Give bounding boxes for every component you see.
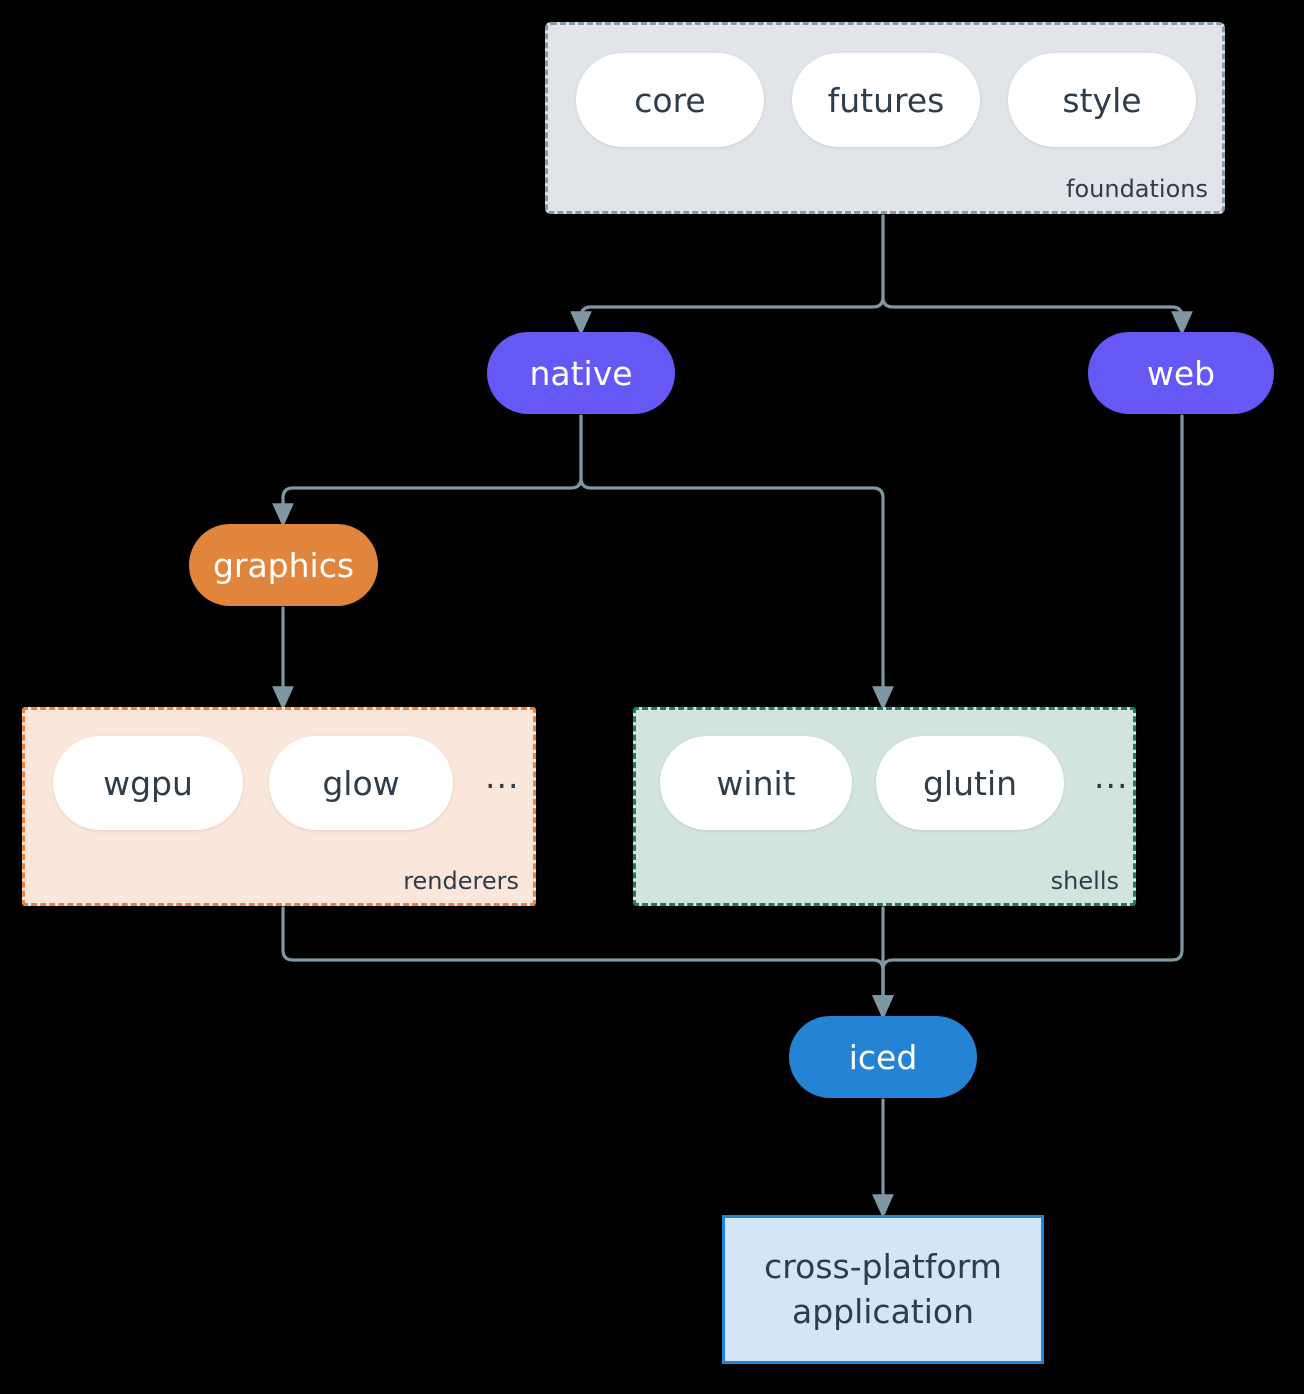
renderers-items: wgpu glow ... xyxy=(53,736,519,830)
edge-renderers-iced xyxy=(281,906,894,1020)
edge-foundations-native xyxy=(570,214,885,336)
group-label-renderers: renderers xyxy=(403,867,519,895)
node-iced[interactable]: iced xyxy=(789,1016,977,1098)
pill-style[interactable]: style xyxy=(1008,53,1196,147)
node-native[interactable]: native xyxy=(487,332,675,414)
application-line-1: cross-platform xyxy=(764,1246,1002,1286)
shells-more-ellipsis: ... xyxy=(1094,756,1129,796)
pill-futures[interactable]: futures xyxy=(792,53,980,147)
pill-winit[interactable]: winit xyxy=(660,736,852,830)
group-label-foundations: foundations xyxy=(1066,175,1208,203)
node-web[interactable]: web xyxy=(1088,332,1274,414)
edge-native-shells xyxy=(579,414,894,711)
node-graphics[interactable]: graphics xyxy=(189,524,378,606)
group-foundations: core futures style foundations xyxy=(545,22,1225,214)
shells-items: winit glutin ... xyxy=(660,736,1128,830)
edge-native-graphics xyxy=(272,414,583,528)
edge-foundations-web xyxy=(881,214,1193,336)
group-renderers: wgpu glow ... renderers xyxy=(22,707,536,906)
pill-wgpu[interactable]: wgpu xyxy=(53,736,243,830)
group-label-shells: shells xyxy=(1050,867,1119,895)
renderers-more-ellipsis: ... xyxy=(485,756,520,796)
foundations-items: core futures style xyxy=(576,53,1196,147)
pill-core[interactable]: core xyxy=(576,53,764,147)
node-cross-platform-application[interactable]: cross-platform application xyxy=(722,1215,1044,1364)
group-shells: winit glutin ... shells xyxy=(633,707,1136,906)
application-line-2: application xyxy=(791,1291,975,1331)
pill-glutin[interactable]: glutin xyxy=(876,736,1064,830)
pill-glow[interactable]: glow xyxy=(269,736,453,830)
